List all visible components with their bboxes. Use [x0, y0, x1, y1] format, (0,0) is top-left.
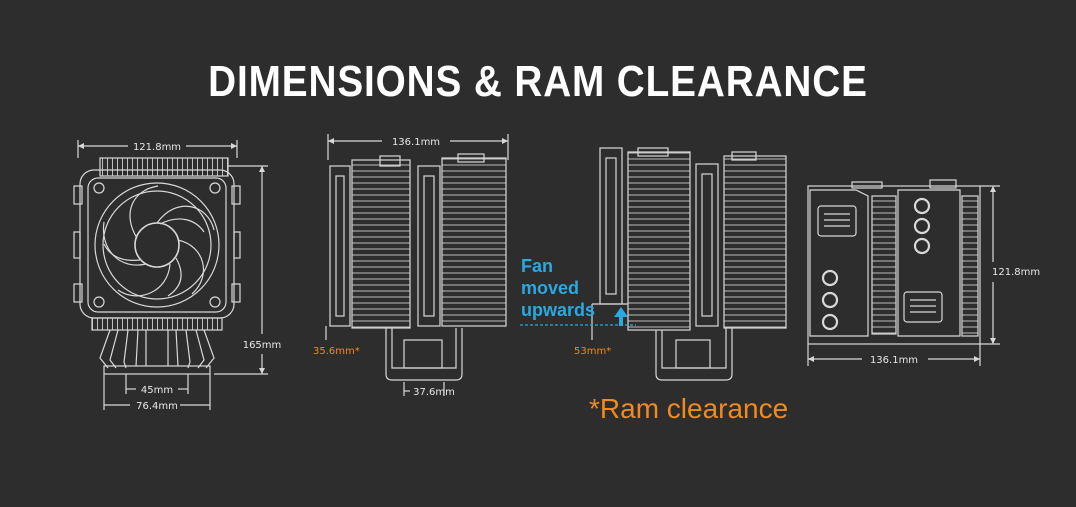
- side-base-width-label: 37.6mm: [413, 387, 455, 398]
- base-outer-label: 76.4mm: [136, 401, 178, 412]
- fan-moved-note-line-3: upwards: [521, 300, 595, 320]
- top-height-label: 121.8mm: [992, 267, 1040, 278]
- base-inner-label: 45mm: [141, 385, 173, 396]
- front-width-label: 121.8mm: [133, 142, 181, 153]
- fan-moved-note-line-2: moved: [521, 278, 579, 298]
- ram-clearance-standard-label: 35.6mm*: [313, 346, 360, 357]
- brand-logo-icon: [817, 205, 857, 237]
- top-view: [807, 179, 1000, 366]
- ram-clearance-raised-label: 53mm*: [574, 346, 611, 357]
- fan-icon: [134, 222, 180, 268]
- side-width-label: 136.1mm: [392, 137, 440, 148]
- front-view: [73, 140, 268, 410]
- up-arrow-icon: [614, 307, 628, 326]
- page-title: DIMENSIONS & RAM CLEARANCE: [208, 57, 868, 106]
- fan-blades: [102, 185, 215, 297]
- led-ring-icon: [821, 197, 931, 331]
- side-view-raised: [591, 147, 787, 381]
- top-width-label: 136.1mm: [870, 355, 918, 366]
- side-view-standard: [325, 134, 509, 396]
- brand-logo-icon: [903, 291, 943, 323]
- front-height-label: 165mm: [243, 340, 282, 351]
- ram-clearance-footnote: *Ram clearance: [589, 393, 788, 424]
- fan-moved-note-line-1: Fan: [521, 256, 553, 276]
